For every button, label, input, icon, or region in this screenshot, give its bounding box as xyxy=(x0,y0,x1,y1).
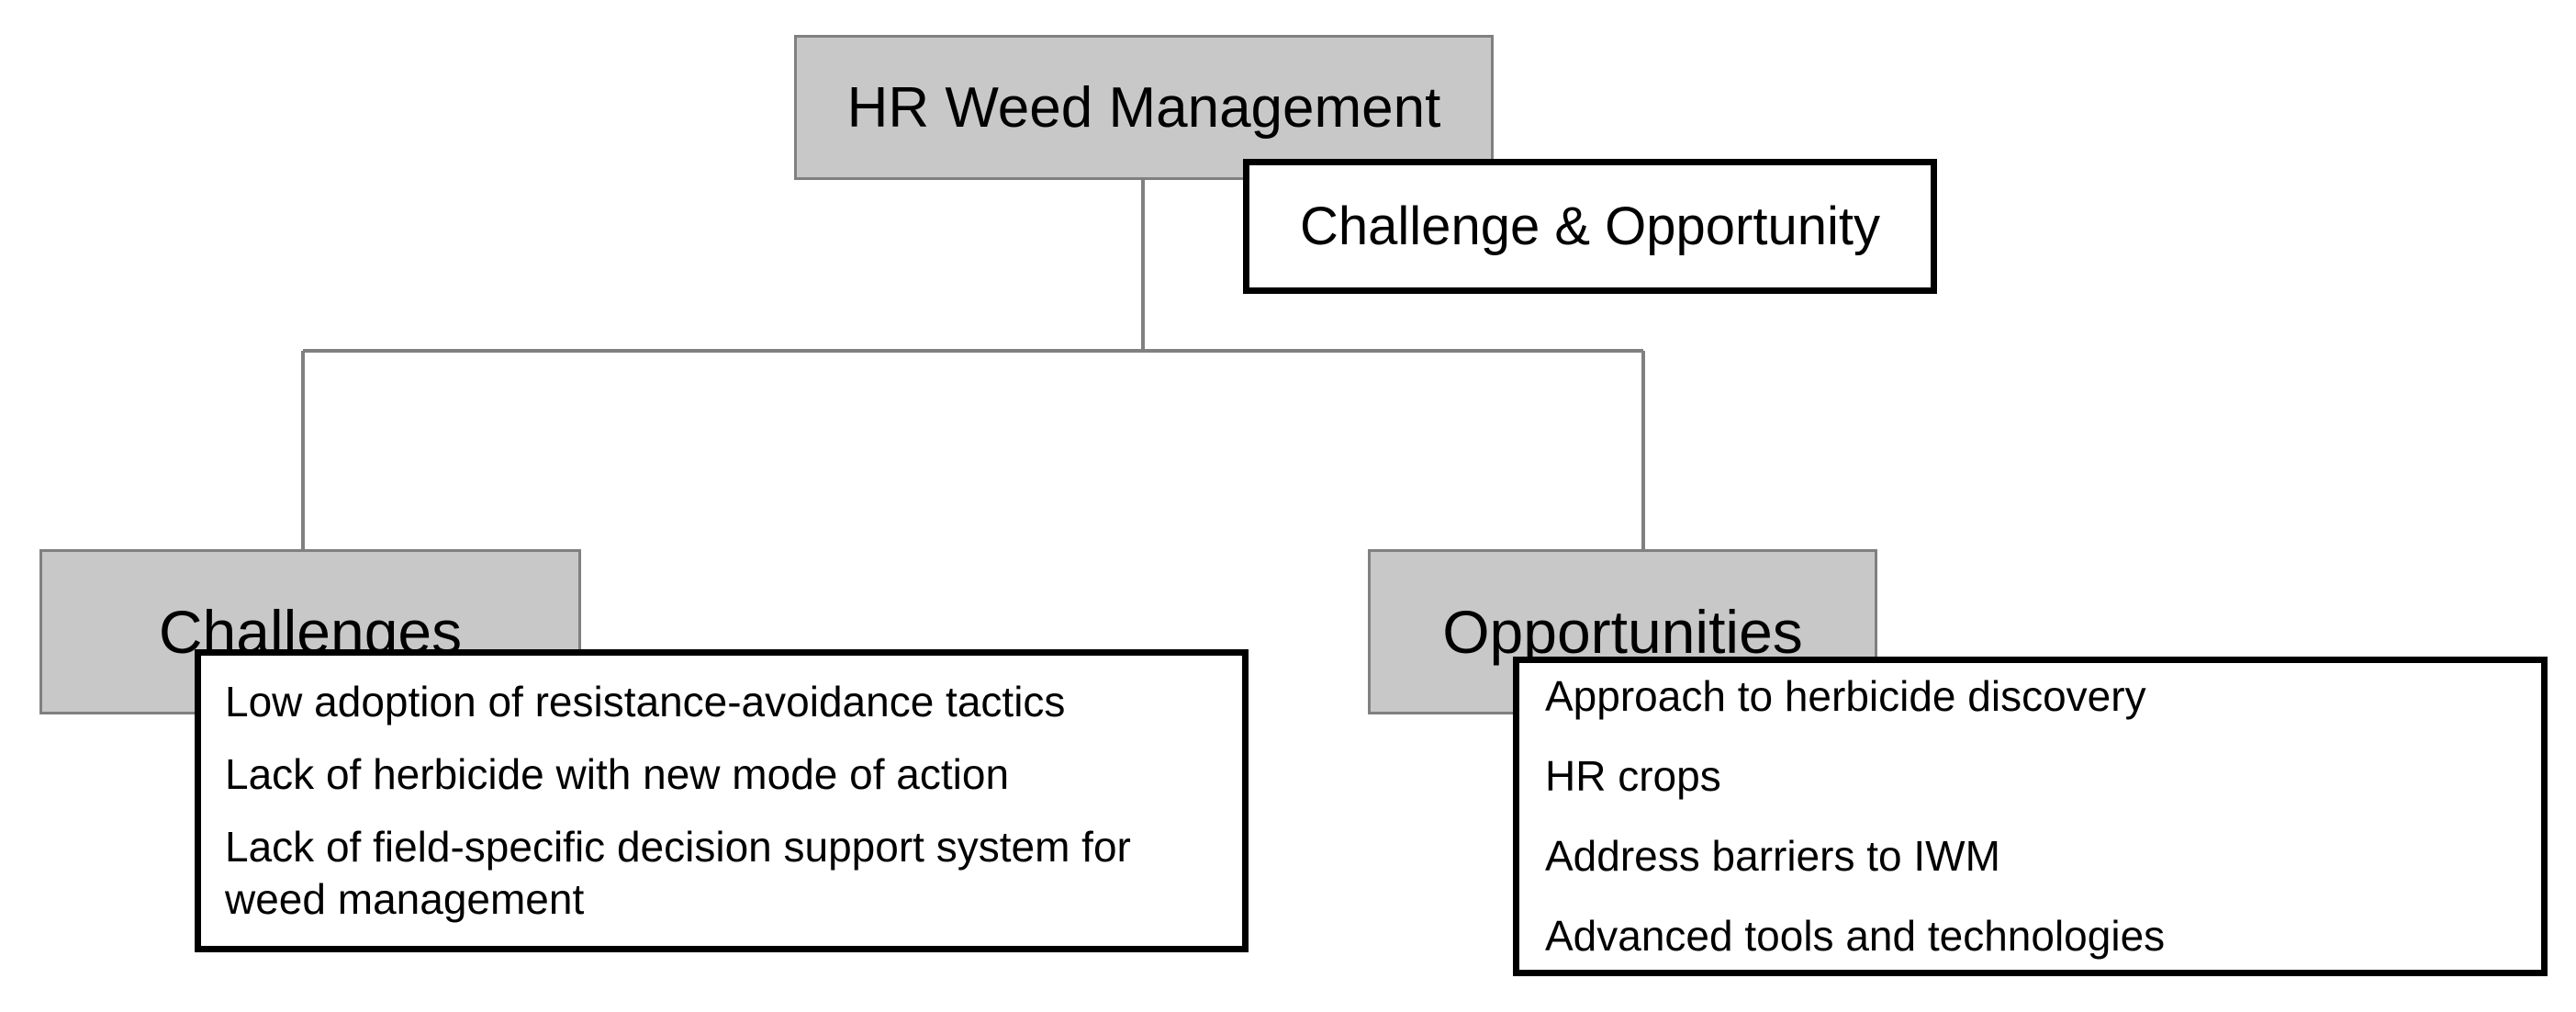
list-box-opportunities[interactable]: Approach to herbicide discovery HR crops… xyxy=(1513,657,2548,976)
list-item: Low adoption of resistance-avoidance tac… xyxy=(225,677,1066,725)
list-item: Lack of herbicide with new mode of actio… xyxy=(225,749,1010,798)
list-box-challenges[interactable]: Low adoption of resistance-avoidance tac… xyxy=(195,649,1249,952)
list-item: Approach to herbicide discovery xyxy=(1545,671,2146,720)
list-item: Address barriers to IWM xyxy=(1545,832,2000,880)
root-node-label: HR Weed Management xyxy=(846,75,1441,140)
subtitle-node-challenge-opportunity[interactable]: Challenge & Opportunity xyxy=(1243,159,1937,294)
list-item: HR crops xyxy=(1545,751,1721,800)
list-item: Lack of field-specific decision support … xyxy=(225,823,1131,924)
branch-node-opportunities-label: Opportunities xyxy=(1442,598,1803,666)
subtitle-node-label: Challenge & Opportunity xyxy=(1300,197,1880,256)
root-node-hr-weed-management[interactable]: HR Weed Management xyxy=(794,35,1494,180)
list-item: Advanced tools and technologies xyxy=(1545,912,2166,961)
